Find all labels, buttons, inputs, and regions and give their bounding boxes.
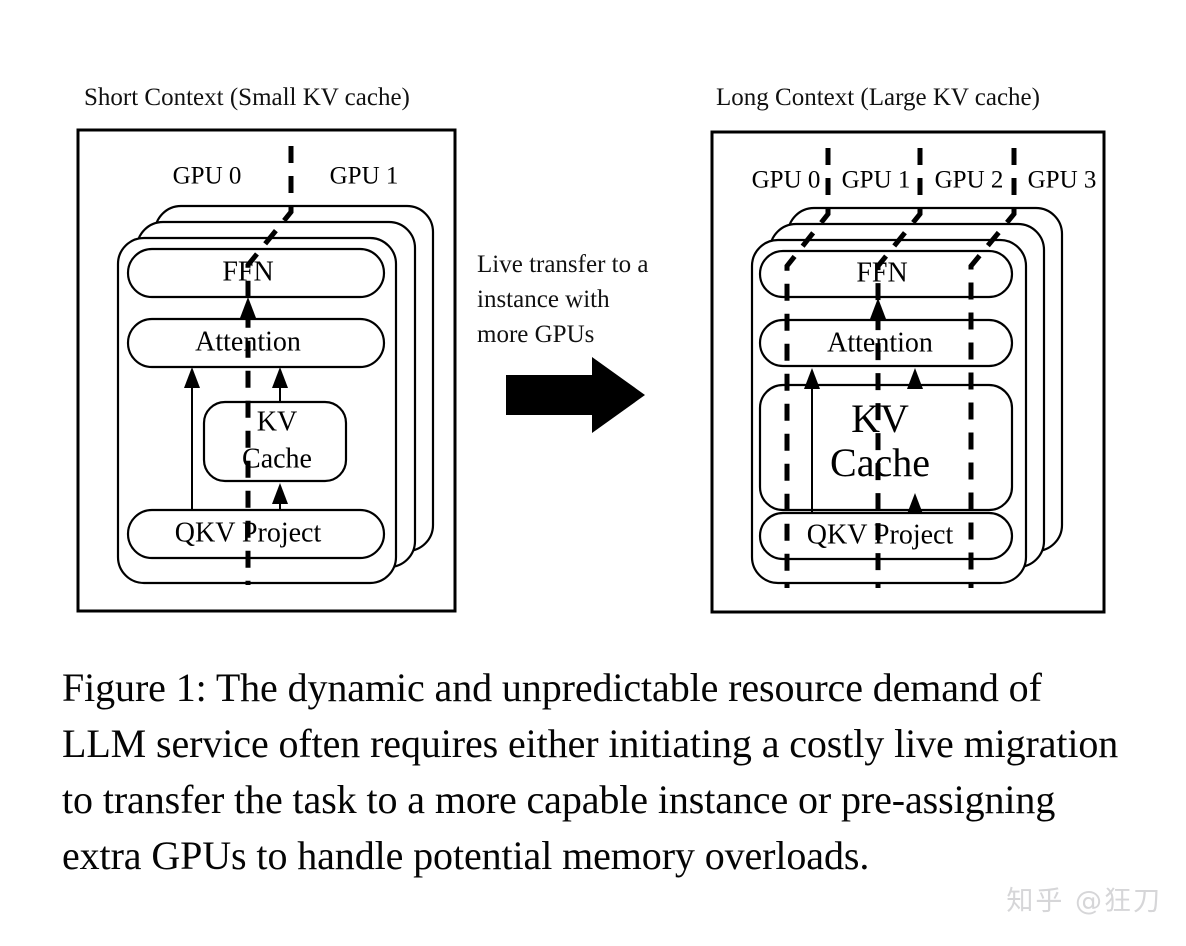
- right-gpu-divider-0: [784, 148, 831, 588]
- right-flow-attention-to-ffn-head: [870, 298, 886, 319]
- right-gpu-label-2: GPU 2: [935, 167, 1004, 194]
- right-gpu-divider-1: [875, 148, 923, 588]
- left-module-kvcache-label-line1: KV: [257, 406, 297, 437]
- right-panel-title: Long Context (Large KV cache): [716, 84, 1040, 111]
- right-gpu-divider-2: [968, 148, 1017, 588]
- right-stack-card-middle: [768, 222, 1046, 569]
- left-module-kvcache-label-line2: Cache: [242, 443, 312, 474]
- left-module-attention-label: Attention: [195, 326, 301, 357]
- right-module-kvcache-box: [758, 383, 1014, 512]
- figure-caption: Figure 1: The dynamic and unpredictable …: [62, 665, 1119, 878]
- left-stack-card-front: [116, 236, 398, 585]
- left-flow-qkv-to-attention-head: [184, 367, 200, 388]
- left-module-ffn-label: FFN: [222, 256, 273, 287]
- right-stack-card-back: [786, 206, 1064, 553]
- left-gpu-label-1: GPU 1: [330, 163, 399, 190]
- left-module-kvcache-box: [202, 400, 348, 483]
- left-panel-group: GPU 0 GPU 1 FFN Attention KV Cache QKV P…: [76, 128, 457, 613]
- transfer-arrow-group: [506, 357, 645, 433]
- left-flow-qkv-to-kv-head: [272, 483, 288, 504]
- right-module-qkv-box: [758, 511, 1014, 561]
- right-flow-qkv-to-attention-head: [804, 368, 820, 389]
- right-gpu-label-0: GPU 0: [752, 167, 821, 194]
- right-module-kvcache-label-line2: Cache: [830, 440, 930, 485]
- left-module-attention-box: [126, 317, 386, 369]
- left-gpu-divider-0: [245, 146, 294, 585]
- left-stack-card-back: [153, 204, 435, 553]
- left-module-qkv-box: [126, 508, 386, 560]
- left-gpu-label-0: GPU 0: [173, 163, 242, 190]
- left-module-ffn-box: [126, 247, 386, 299]
- transfer-note-line-1: Live transfer to a: [477, 251, 649, 278]
- right-panel-group: GPU 0 GPU 1 GPU 2 GPU 3 FFN Attention KV…: [710, 130, 1106, 614]
- right-module-ffn-label: FFN: [856, 257, 907, 288]
- right-module-qkv-label: QKV Project: [807, 519, 954, 550]
- right-gpu-label-3: GPU 3: [1028, 167, 1097, 194]
- zhihu-watermark: 知乎 @狂刀: [1006, 886, 1162, 917]
- transfer-note: Live transfer to a instance with more GP…: [477, 247, 699, 352]
- left-flow-kv-to-attention-head: [272, 367, 288, 388]
- right-flow-qkv-to-kv-head: [907, 493, 923, 514]
- right-stack-card-front: [750, 238, 1028, 585]
- left-panel-title: Short Context (Small KV cache): [84, 84, 410, 111]
- left-module-qkv-label: QKV Project: [175, 517, 322, 548]
- right-module-attention-label: Attention: [827, 327, 933, 358]
- right-module-attention-box: [758, 318, 1014, 368]
- right-flow-kv-to-attention-head: [907, 368, 923, 389]
- left-panel-frame: [76, 128, 457, 613]
- transfer-note-line-3: more GPUs: [477, 321, 595, 348]
- left-stack-card-middle: [135, 220, 417, 569]
- left-flow-attention-to-ffn-head: [240, 297, 256, 318]
- right-module-kvcache-label-line1: KV: [851, 396, 909, 441]
- right-module-ffn-box: [758, 249, 1014, 299]
- right-gpu-label-1: GPU 1: [842, 167, 911, 194]
- right-panel-frame: [710, 130, 1106, 614]
- transfer-note-line-2: instance with: [477, 286, 610, 313]
- transfer-arrow-icon: [506, 357, 645, 433]
